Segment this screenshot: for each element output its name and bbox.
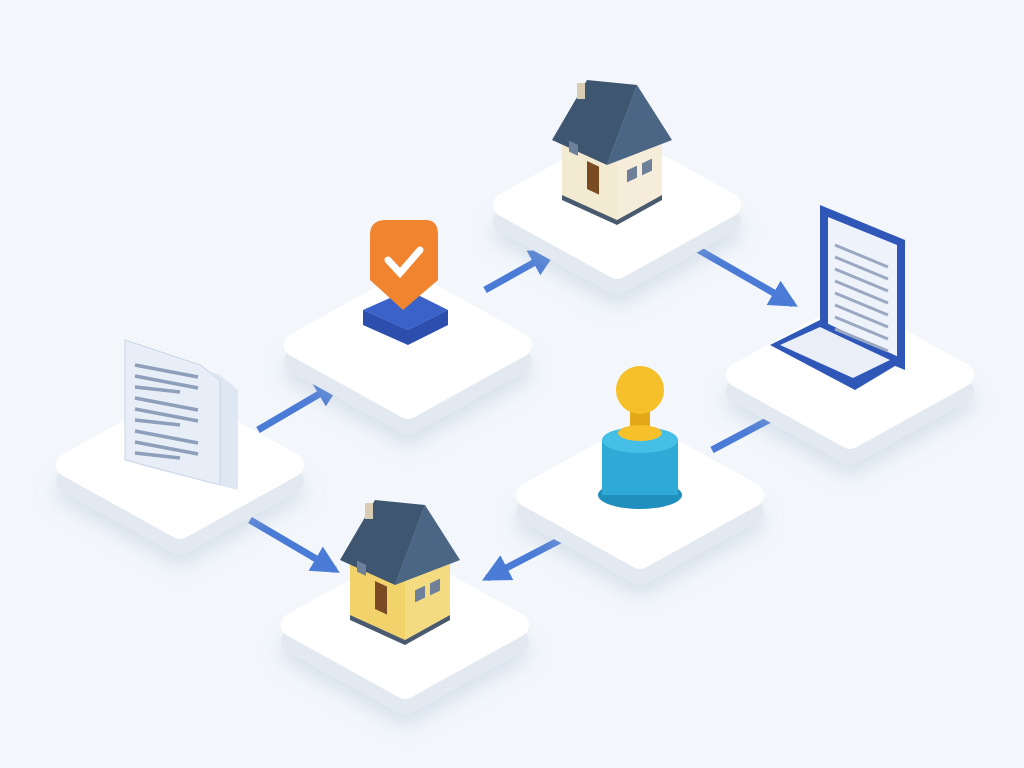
arrow-approval-to-house-top [483,248,558,294]
node-house-bottom [281,500,529,715]
node-approval [284,220,532,435]
node-stamp [516,366,764,585]
arrow-document-to-approval [256,379,343,434]
house-icon [552,80,672,225]
document-icon [124,339,238,490]
node-tablet [726,205,974,465]
house-icon [340,500,460,645]
tablet-document-icon [770,205,905,390]
node-document [56,339,304,555]
arrow-stamp-to-house-bottom [482,536,562,582]
arrow-house-top-to-tablet [690,242,798,308]
stamp-icon [598,366,682,509]
shield-check-icon [363,220,448,345]
arrow-document-to-house-bottom [248,516,340,574]
edges [248,242,798,582]
node-house-top [493,80,741,295]
arrow-tablet-to-stamp [710,411,780,454]
nodes [56,80,974,715]
